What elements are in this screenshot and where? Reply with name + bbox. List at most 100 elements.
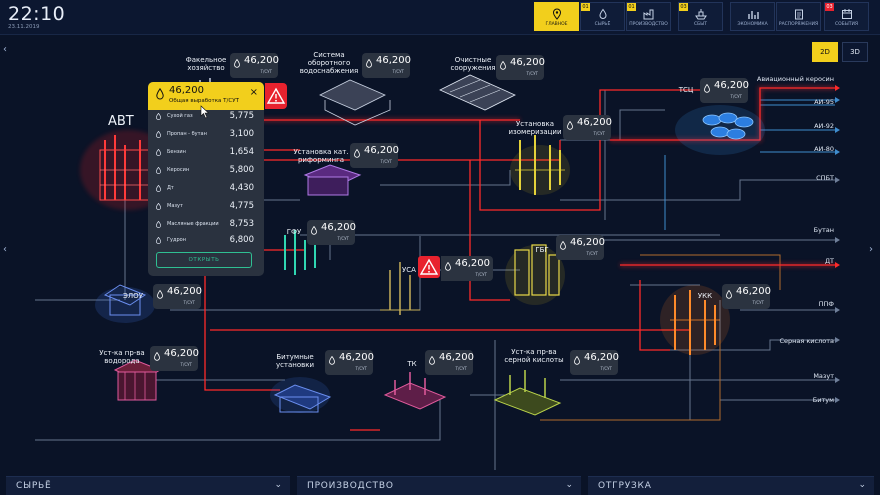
drop-icon — [154, 352, 160, 361]
elou-value-box[interactable]: 46,200 Т/СУТ — [153, 284, 202, 309]
nav-events-label: СОБЫТИЯ — [835, 22, 858, 27]
view-3d-button[interactable]: 3D — [842, 42, 868, 62]
list-item-name: Керосин — [167, 167, 190, 173]
sulfuric-unit — [493, 370, 562, 416]
tsc-value-box[interactable]: 46,200 Т/СУТ — [700, 78, 749, 103]
hydrogen-label: Уст-ка пр-ва водорода — [99, 349, 145, 365]
gbg-value-box[interactable]: 46,200 Т/СУТ — [556, 235, 605, 260]
drop-icon — [156, 131, 161, 138]
date: 23.11.2019 — [8, 24, 40, 30]
view-2d-label: 2D — [820, 48, 830, 56]
drop-icon — [156, 149, 161, 156]
nav-sales-badge: 03 — [679, 3, 688, 11]
scroll-right-icon[interactable]: › — [869, 244, 873, 255]
chevron-down-icon: ⌄ — [858, 480, 866, 490]
pipes-orange — [540, 254, 781, 421]
nav-production-badge: 01 — [627, 3, 636, 11]
tk-value-box[interactable]: 46,200 Т/СУТ — [425, 350, 474, 375]
list-item: Бензин 1,654 — [156, 147, 256, 158]
ukk-label: УКК — [697, 292, 713, 300]
popup-alert-button[interactable] — [265, 83, 287, 109]
usa-alert-button[interactable] — [418, 256, 440, 278]
isomerization-value-box[interactable]: 46,200 Т/СУТ — [563, 115, 612, 140]
hydrogen-value: 46,200 — [164, 348, 199, 359]
treatment-value-box[interactable]: 46,200 Т/СУТ — [496, 55, 545, 80]
drop-icon — [445, 262, 451, 271]
water-value-box[interactable]: 46,200 Т/СУТ — [362, 53, 411, 78]
list-item-name: Масляные фракции — [167, 221, 219, 227]
production-popup: 46,200 Общая выработка Т/СУТ × Сухой газ… — [148, 82, 264, 276]
list-item-name: Сухой газ — [167, 113, 193, 119]
treatment-label: Очистные сооружения — [450, 56, 496, 72]
nav-sales[interactable]: 03 СБЫТ — [678, 2, 723, 31]
gfu-value-box[interactable]: 46,200 Т/СУТ — [307, 220, 356, 245]
popup-header: 46,200 Общая выработка Т/СУТ × — [148, 82, 264, 110]
water-unit — [319, 79, 391, 126]
scroll-left-icon[interactable]: ‹ — [3, 244, 7, 255]
drop-icon — [234, 59, 240, 68]
isomerization-unit — [510, 135, 570, 195]
nav-raw-badge: 01 — [581, 3, 590, 11]
panel-production[interactable]: ПРОИЗВОДСТВО ⌄ — [297, 476, 581, 495]
nav-raw[interactable]: 01 СЫРЬЁ — [580, 2, 625, 31]
isomerization-value: 46,200 — [577, 117, 612, 128]
ukk-value-box[interactable]: 46,200 Т/СУТ — [722, 284, 771, 309]
tk-unit-label: Т/СУТ — [455, 366, 467, 371]
drop-icon — [157, 290, 163, 299]
hydrogen-unit — [113, 359, 162, 401]
open-button[interactable]: ОТКРЫТЬ — [156, 252, 252, 268]
nav-production-label: ПРОИЗВОДСТВО — [629, 22, 668, 27]
tsc-label: ТСЦ — [678, 86, 694, 94]
close-icon[interactable]: × — [249, 87, 258, 98]
ukk-unit-label: Т/СУТ — [752, 300, 764, 305]
nav-orders[interactable]: РАСПОРЯЖЕНИЯ — [776, 2, 821, 31]
panel-production-label: ПРОИЗВОДСТВО — [307, 481, 394, 491]
map-pin-icon — [552, 8, 561, 20]
ukk-unit — [660, 285, 730, 355]
tsc-unit-label: Т/СУТ — [730, 94, 742, 99]
flare-value-box[interactable]: 46,200 Т/СУТ — [230, 53, 279, 78]
list-item-value: 5,775 — [229, 111, 254, 121]
drop-icon — [156, 185, 161, 192]
product-label: АИ-95 — [814, 98, 834, 106]
nav-events[interactable]: 03 СОБЫТИЯ — [824, 2, 869, 31]
chevron-down-icon: ⌄ — [274, 480, 282, 490]
flare-value: 46,200 — [244, 55, 279, 66]
nav-orders-label: РАСПОРЯЖЕНИЯ — [778, 22, 819, 27]
reforming-value-box[interactable]: 46,200 Т/СУТ — [350, 143, 399, 168]
tanker-icon — [694, 9, 707, 20]
view-2d-button[interactable]: 2D — [812, 42, 838, 62]
gbg-value: 46,200 — [570, 237, 605, 248]
nav-events-badge: 03 — [825, 3, 834, 11]
product-label: Бутан — [813, 226, 834, 234]
hydrogen-unit-label: Т/СУТ — [180, 362, 192, 367]
panel-shipment[interactable]: ОТГРУЗКА ⌄ — [588, 476, 874, 495]
gfu-unit-label: Т/СУТ — [337, 236, 349, 241]
usa-value-box[interactable]: 46,200 Т/СУТ — [441, 256, 493, 281]
collapse-left-icon[interactable]: ‹ — [3, 44, 7, 55]
list-item-name: Гудрон — [167, 237, 186, 243]
water-unit-label: Т/СУТ — [392, 69, 404, 74]
nav-main[interactable]: ГЛАВНОЕ — [534, 2, 579, 31]
nav-production[interactable]: 01 ПРОИЗВОДСТВО — [626, 2, 671, 31]
warning-icon — [419, 258, 439, 275]
tsc-unit — [675, 105, 765, 155]
product-label: АИ-92 — [814, 122, 834, 130]
drop-icon — [366, 59, 372, 68]
usa-label: УСА — [402, 266, 416, 274]
hydrogen-value-box[interactable]: 46,200 Т/СУТ — [150, 346, 199, 371]
list-item: Сухой газ 5,775 — [156, 111, 256, 122]
tk-unit — [383, 372, 447, 410]
list-item-value: 6,800 — [229, 235, 254, 245]
drop-icon — [598, 8, 607, 19]
panel-raw[interactable]: СЫРЬЁ ⌄ — [6, 476, 290, 495]
water-value: 46,200 — [376, 55, 411, 66]
list-item-name: Бензин — [167, 149, 186, 155]
list-item-value: 8,753 — [229, 219, 254, 229]
bitumen-value-box[interactable]: 46,200 Т/СУТ — [325, 350, 374, 375]
nav-economics[interactable]: ЭКОНОМИКА — [730, 2, 775, 31]
product-label: ППФ — [818, 300, 834, 308]
bar-chart-icon — [747, 11, 759, 19]
isomerization-unit-label: Т/СУТ — [593, 131, 605, 136]
sulfuric-value-box[interactable]: 46,200 Т/СУТ — [570, 350, 619, 375]
